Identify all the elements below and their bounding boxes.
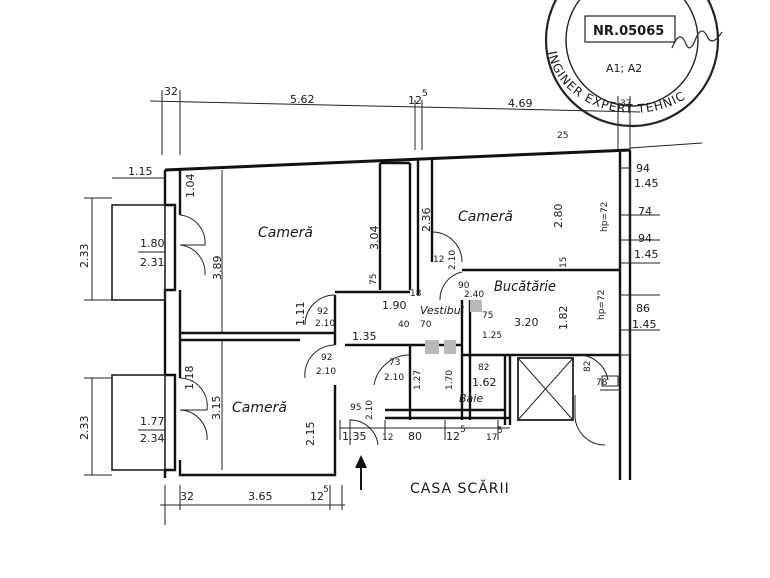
dim-door-12: 12 (433, 255, 444, 265)
dim-78: 78 (596, 378, 608, 388)
dim-base-32: 32 (180, 490, 194, 503)
dim-left-233a: 2.33 (78, 244, 91, 269)
dim-win2-w: 1.77 (140, 415, 165, 428)
dim-111: 1.11 (294, 302, 307, 327)
dim-hp72b: hp=72 (597, 290, 607, 320)
room-top-left-label: Cameră (258, 225, 313, 241)
interior-walls (180, 160, 620, 470)
dim-315: 3.15 (210, 396, 223, 421)
dim-86: 86 (636, 302, 650, 315)
room-bottom-left-label: Cameră (232, 400, 287, 416)
vestibule-label: Vestibul (420, 304, 464, 317)
dim-389: 3.89 (211, 256, 224, 281)
engineer-stamp: NR.05065 A1; A2 INGINER EXPERT TEHNIC (544, 0, 723, 128)
dim-top-32: 32 (164, 85, 178, 98)
dim-bot-135: 1.35 (342, 430, 367, 443)
dim-top-37: 37 (620, 99, 631, 109)
dim-bot-12: 12 (382, 433, 393, 443)
dim-75b: 75 (482, 311, 493, 321)
left-dimensions: 1.15 1.04 2.33 1.80 2.31 2.33 1.77 2.34 (78, 165, 197, 476)
dim-win1-h: 2.31 (140, 256, 165, 269)
room-top-right-label: Cameră (458, 209, 513, 225)
dim-base-365: 3.65 (248, 490, 273, 503)
dim-bot-175: 17 (486, 433, 497, 443)
dim-210d: 2.10 (384, 373, 404, 383)
dim-82b: 82 (583, 361, 593, 372)
dim-hp72a: hp=72 (600, 202, 610, 232)
dim-94b: 94 (638, 232, 652, 245)
dim-190: 1.90 (382, 299, 407, 312)
dim-145a: 1.45 (634, 177, 659, 190)
dim-left-104: 1.04 (184, 174, 197, 199)
dim-92b: 92 (321, 353, 332, 363)
dim-215: 2.15 (304, 422, 317, 447)
dim-door-90: 90 (458, 281, 470, 291)
right-windows (619, 167, 660, 356)
dim-bot-80: 80 (408, 430, 422, 443)
kitchen-label: Bucătărie (494, 279, 556, 295)
dim-top-25: 25 (557, 131, 568, 141)
dim-82a: 82 (478, 363, 489, 373)
dim-304: 3.04 (368, 226, 381, 251)
dim-win1-w: 1.80 (140, 237, 165, 250)
interior-dimensions: 3.89 3.04 75 2.36 2.80 15 hp=72 94 1.45 … (183, 162, 659, 446)
dim-top-125-sup: 5 (422, 89, 428, 99)
dim-127: 1.27 (413, 370, 423, 390)
dim-door-210b: 2.10 (315, 319, 335, 329)
dim-118: 1.18 (183, 366, 196, 391)
dim-40: 40 (398, 320, 410, 330)
stamp-code: A1; A2 (606, 62, 642, 75)
signature (671, 30, 723, 49)
dim-door-210e: 2.10 (365, 400, 375, 420)
dim-top-562: 5.62 (290, 93, 315, 106)
dim-base-125: 12 (310, 490, 324, 503)
dim-145b: 1.45 (634, 248, 659, 261)
dim-15: 15 (559, 257, 569, 268)
dim-145c: 1.45 (632, 318, 657, 331)
stamp-number: NR.05065 (593, 24, 664, 39)
bath-label: Baie (459, 392, 483, 405)
top-dimensions: 32 5.62 12 5 4.69 37 25 (149, 85, 641, 155)
door-swings (304, 231, 609, 446)
dim-320: 3.20 (514, 316, 539, 329)
dim-top-469: 4.69 (508, 97, 533, 110)
dim-74: 74 (638, 205, 652, 218)
dim-135a: 1.35 (352, 330, 377, 343)
dim-base-125-sup: 5 (323, 485, 329, 495)
dim-left-233b: 2.33 (78, 416, 91, 441)
dim-door-240: 2.40 (464, 290, 484, 300)
dim-top-125: 12 (408, 94, 422, 107)
dim-bot-175-sup: 5 (497, 426, 503, 436)
elevator-shaft (517, 357, 620, 421)
dim-70: 70 (420, 320, 432, 330)
dim-18: 18 (410, 289, 422, 299)
dim-left-115: 1.15 (128, 165, 153, 178)
dim-73: 73 (389, 358, 400, 368)
dim-bot-125-sup: 5 (460, 425, 466, 435)
stair-label: CASA SCĂRII (410, 479, 510, 497)
dim-door-95: 95 (350, 403, 361, 413)
dim-280: 2.80 (552, 204, 565, 229)
dim-182: 1.82 (557, 306, 570, 331)
entrance-arrow (355, 455, 367, 490)
dim-94a: 94 (636, 162, 650, 175)
dim-door-92a: 92 (317, 307, 328, 317)
dim-236: 2.36 (420, 208, 433, 233)
dim-125b: 1.25 (482, 331, 502, 341)
dim-door-210a: 2.10 (448, 250, 458, 270)
dim-170: 1.70 (445, 370, 455, 390)
dim-210c: 2.10 (316, 367, 336, 377)
bottom-dimensions: 1.35 12 80 12 5 17 5 32 3.65 12 5 (160, 420, 510, 525)
stamp-arc-text: INGINER EXPERT TEHNIC (545, 50, 688, 116)
shafts (425, 300, 482, 354)
dim-win2-h: 2.34 (140, 432, 165, 445)
dim-bot-125: 12 (446, 430, 460, 443)
dim-75: 75 (369, 274, 379, 285)
dim-162: 1.62 (472, 376, 497, 389)
